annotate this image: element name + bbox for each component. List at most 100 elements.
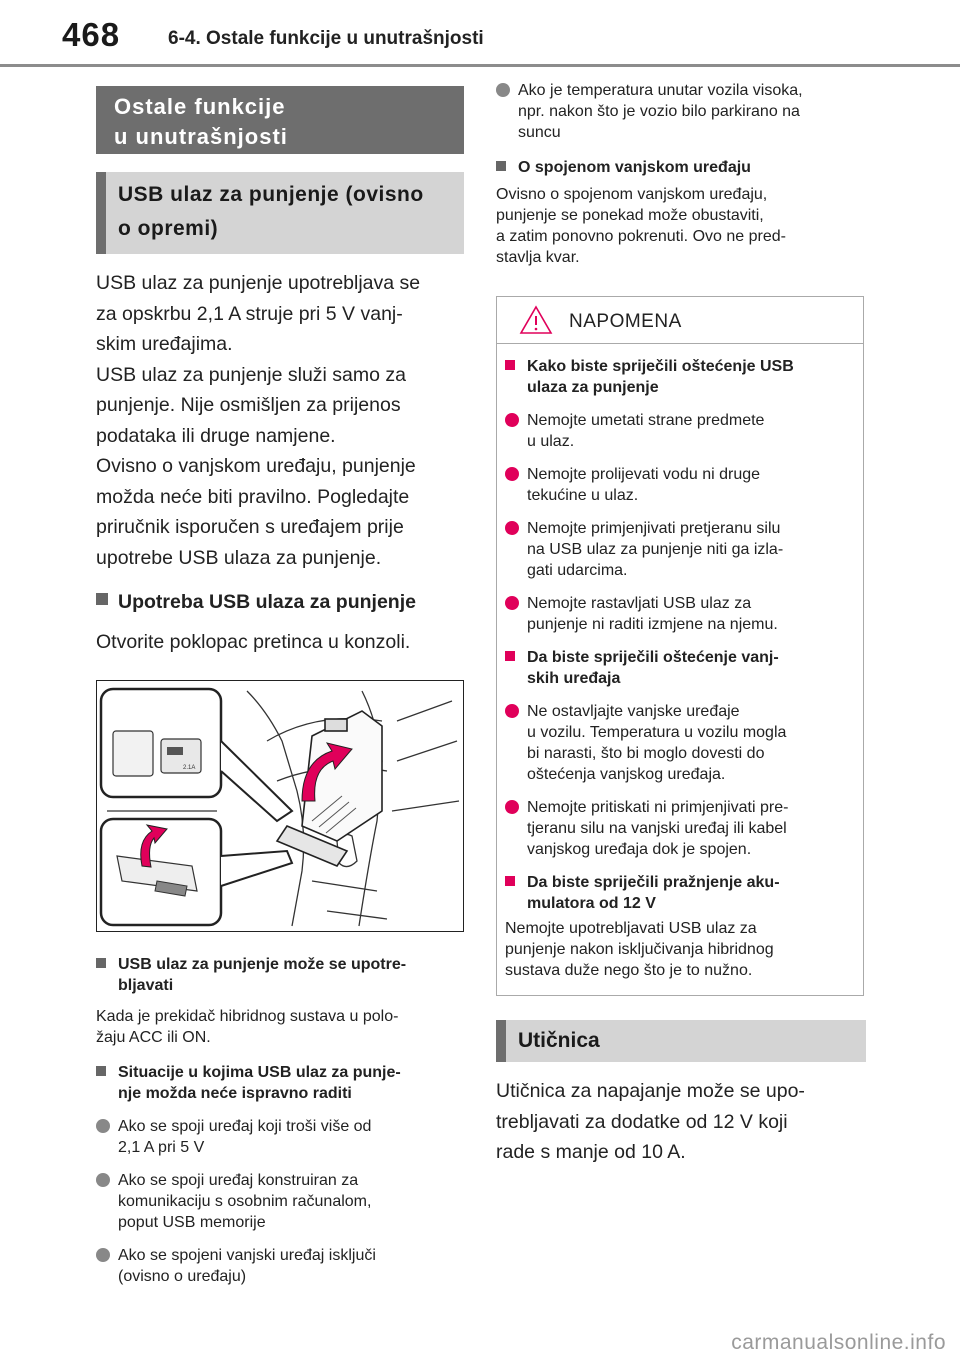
text-line: trebljavati za dodatke od 12 V koji [496, 1110, 788, 1133]
bullet-dot-icon [505, 596, 519, 610]
text-line: punjenje ni raditi izmjene na njemu. [527, 616, 778, 633]
text-line: punjenje nakon isključivanja hibridnog [505, 941, 774, 958]
square-bullet-icon [96, 1065, 106, 1076]
bullet-dot-icon [505, 521, 519, 535]
text-line: skim uređajima. [96, 333, 233, 355]
text-line: Ako se spoji uređaj koji troši više od [118, 1117, 372, 1135]
square-bullet-icon [96, 957, 106, 968]
notice-box: NAPOMENA Kako biste spriječili oštećenje… [496, 296, 864, 996]
usb-port-inset: 2.1A [99, 687, 294, 822]
square-bullet-icon [505, 651, 515, 661]
heading-line: Da biste spriječili pražnjenje aku- [527, 874, 780, 891]
lid-release-inset [99, 817, 294, 926]
warning-triangle-icon [519, 305, 553, 334]
bullet-dot-icon [505, 800, 519, 814]
socket-text: Utičnica za napajanje može se upo- trebl… [496, 1076, 866, 1168]
notice-item: Nemojte primjenjivati pretjeranu silu na… [505, 518, 849, 581]
bullet-dot-icon [96, 1172, 110, 1187]
notice-heading-devices: Da biste spriječili oštećenje vanj- skih… [505, 647, 849, 689]
heading-line: Kako biste spriječili oštećenje USB [527, 358, 794, 375]
right-column: Ako je temperatura unutar vozila visoka,… [496, 80, 866, 1168]
text-line: u ulaz. [527, 433, 575, 450]
section-title: 6-4. Ostale funkcije u unutrašnjosti [168, 28, 484, 49]
notice-item: Nemojte prolijevati vodu ni druge tekući… [505, 464, 849, 506]
text-line: oštećenja vanjskog uređaja. [527, 766, 726, 783]
text-line: Nemojte primjenjivati pretjeranu silu [527, 520, 781, 537]
heading-line: USB ulaz za punjenje može se upotre- [118, 955, 407, 973]
notice-header: NAPOMENA [497, 297, 863, 344]
bullet-dot-icon [96, 1118, 110, 1133]
text-line: punjenje se ponekad može obustaviti, [496, 207, 764, 224]
text-line: u vozilu. Temperatura u vozilu mogla [527, 724, 787, 741]
heading-line: bljavati [118, 976, 174, 994]
console-illustration: 2.1A [96, 679, 464, 932]
text-line: za opskrbu 2,1 A struje pri 5 V vanj- [96, 302, 403, 325]
heading-line: o opremi) [118, 217, 219, 240]
socket-heading: Utičnica [496, 1020, 866, 1062]
page-number: 468 [62, 16, 121, 53]
text-line: 2,1 A pri 5 V [118, 1138, 205, 1156]
text-line: Ako se spoji uređaj konstruiran za [118, 1171, 359, 1189]
heading-line: skih uređaja [527, 670, 621, 687]
square-bullet-icon [505, 876, 515, 886]
situation-item: Ako se spoji uređaj koji troši više od 2… [96, 1116, 464, 1158]
notice-heading-usb: Kako biste spriječili oštećenje USB ulaz… [505, 356, 849, 398]
text-line: USB ulaz za punjenje služi samo za [96, 363, 406, 386]
text-line: npr. nakon što je vozio bilo parkirano n… [518, 103, 800, 120]
text-line: suncu [518, 124, 561, 141]
notice-item: Nemojte rastavljati USB ulaz za punjenje… [505, 593, 849, 635]
text-line: tjeranu silu na vanjski uređaj ili kabel [527, 820, 787, 837]
usage-text: Otvorite poklopac pretinca u konzoli. [96, 631, 411, 653]
heading-line: O spojenom vanjskom uređaju [518, 159, 751, 176]
heading-line: ulaza za punjenje [527, 379, 659, 396]
usage-heading: Upotreba USB ulaza za punjenje [96, 587, 464, 617]
notice-title: NAPOMENA [569, 311, 682, 332]
text-line: Nemojte umetati strane predmete [527, 412, 765, 429]
notice-body: Kako biste spriječili oštećenje USB ulaz… [497, 356, 863, 981]
notice-item: Nemojte umetati strane predmete u ulaz. [505, 410, 849, 452]
usb-intro-paragraph: USB ulaz za punjenje upotrebljava se za … [96, 268, 464, 573]
chapter-title-line: u unutrašnjosti [114, 124, 288, 149]
text-line: na USB ulaz za punjenje niti ga izla- [527, 541, 784, 558]
text-line: Nemojte pritiskati ni primjenjivati pre- [527, 799, 789, 816]
bullet-dot-icon [505, 467, 519, 481]
heading-line: Da biste spriječili oštećenje vanj- [527, 649, 779, 666]
text-line: poput USB memorije [118, 1213, 266, 1231]
text-line: (ovisno o uređaju) [118, 1267, 247, 1285]
usb-section-heading: USB ulaz za punjenje (ovisno o opremi) [96, 172, 464, 254]
text-line: Nemojte prolijevati vodu ni druge [527, 466, 761, 483]
situation-item: Ako se spojeni vanjski uređaj isključi (… [96, 1245, 464, 1287]
text-line: a zatim ponovno pokrenuti. Ovo ne pred- [496, 228, 786, 245]
text-line: Ako se spojeni vanjski uređaj isključi [118, 1246, 376, 1264]
bullet-dot-icon [96, 1247, 110, 1262]
usable-text: Kada je prekidač hibridnog sustava u pol… [96, 1006, 464, 1048]
text-line: Ovisno o spojenom vanjskom uređaju, [496, 186, 768, 203]
situation-item: Ako se spoji uređaj konstruiran za komun… [96, 1170, 464, 1233]
text-line: Ne ostavljajte vanjske uređaje [527, 703, 740, 720]
notice-battery-text: Nemojte upotrebljavati USB ulaz za punje… [505, 918, 849, 981]
notice-item: Nemojte pritiskati ni primjenjivati pre-… [505, 797, 849, 860]
device-heading: O spojenom vanjskom uređaju [496, 157, 866, 178]
text-line: rade s manje od 10 A. [496, 1141, 686, 1163]
text-line: Ako je temperatura unutar vozila visoka, [518, 82, 803, 99]
text-line: žaju ACC ili ON. [96, 1028, 211, 1046]
text-line: sustava duže nego što je to nužno. [505, 962, 753, 979]
text-line: punjenje. Nije osmišljen za prijenos [96, 394, 401, 416]
text-line: Nemojte rastavljati USB ulaz za [527, 595, 752, 612]
usable-heading: USB ulaz za punjenje može se upotre- blj… [96, 954, 464, 996]
text-line: možda neće biti pravilno. Pogledajte [96, 485, 410, 508]
usb-port-label: 2.1A [183, 765, 195, 771]
bullet-dot-icon [496, 83, 510, 97]
notice-item: Ne ostavljajte vanjske uređaje u vozilu.… [505, 701, 849, 785]
square-bullet-icon [96, 593, 108, 605]
text-line: tekućine u ulaz. [527, 487, 639, 504]
square-bullet-icon [496, 161, 506, 171]
text-line: Ovisno o vanjskom uređaju, punjenje [96, 455, 416, 477]
temperature-bullet: Ako je temperatura unutar vozila visoka,… [496, 80, 866, 143]
text-line: stavlja kvar. [496, 249, 580, 266]
bullet-dot-icon [505, 413, 519, 427]
chapter-title-box: Ostale funkcije u unutrašnjosti [96, 86, 464, 154]
heading-line: mulatora od 12 V [527, 895, 656, 912]
header-rule [0, 64, 960, 67]
text-line: vanjskog uređaja dok je spojen. [527, 841, 752, 858]
